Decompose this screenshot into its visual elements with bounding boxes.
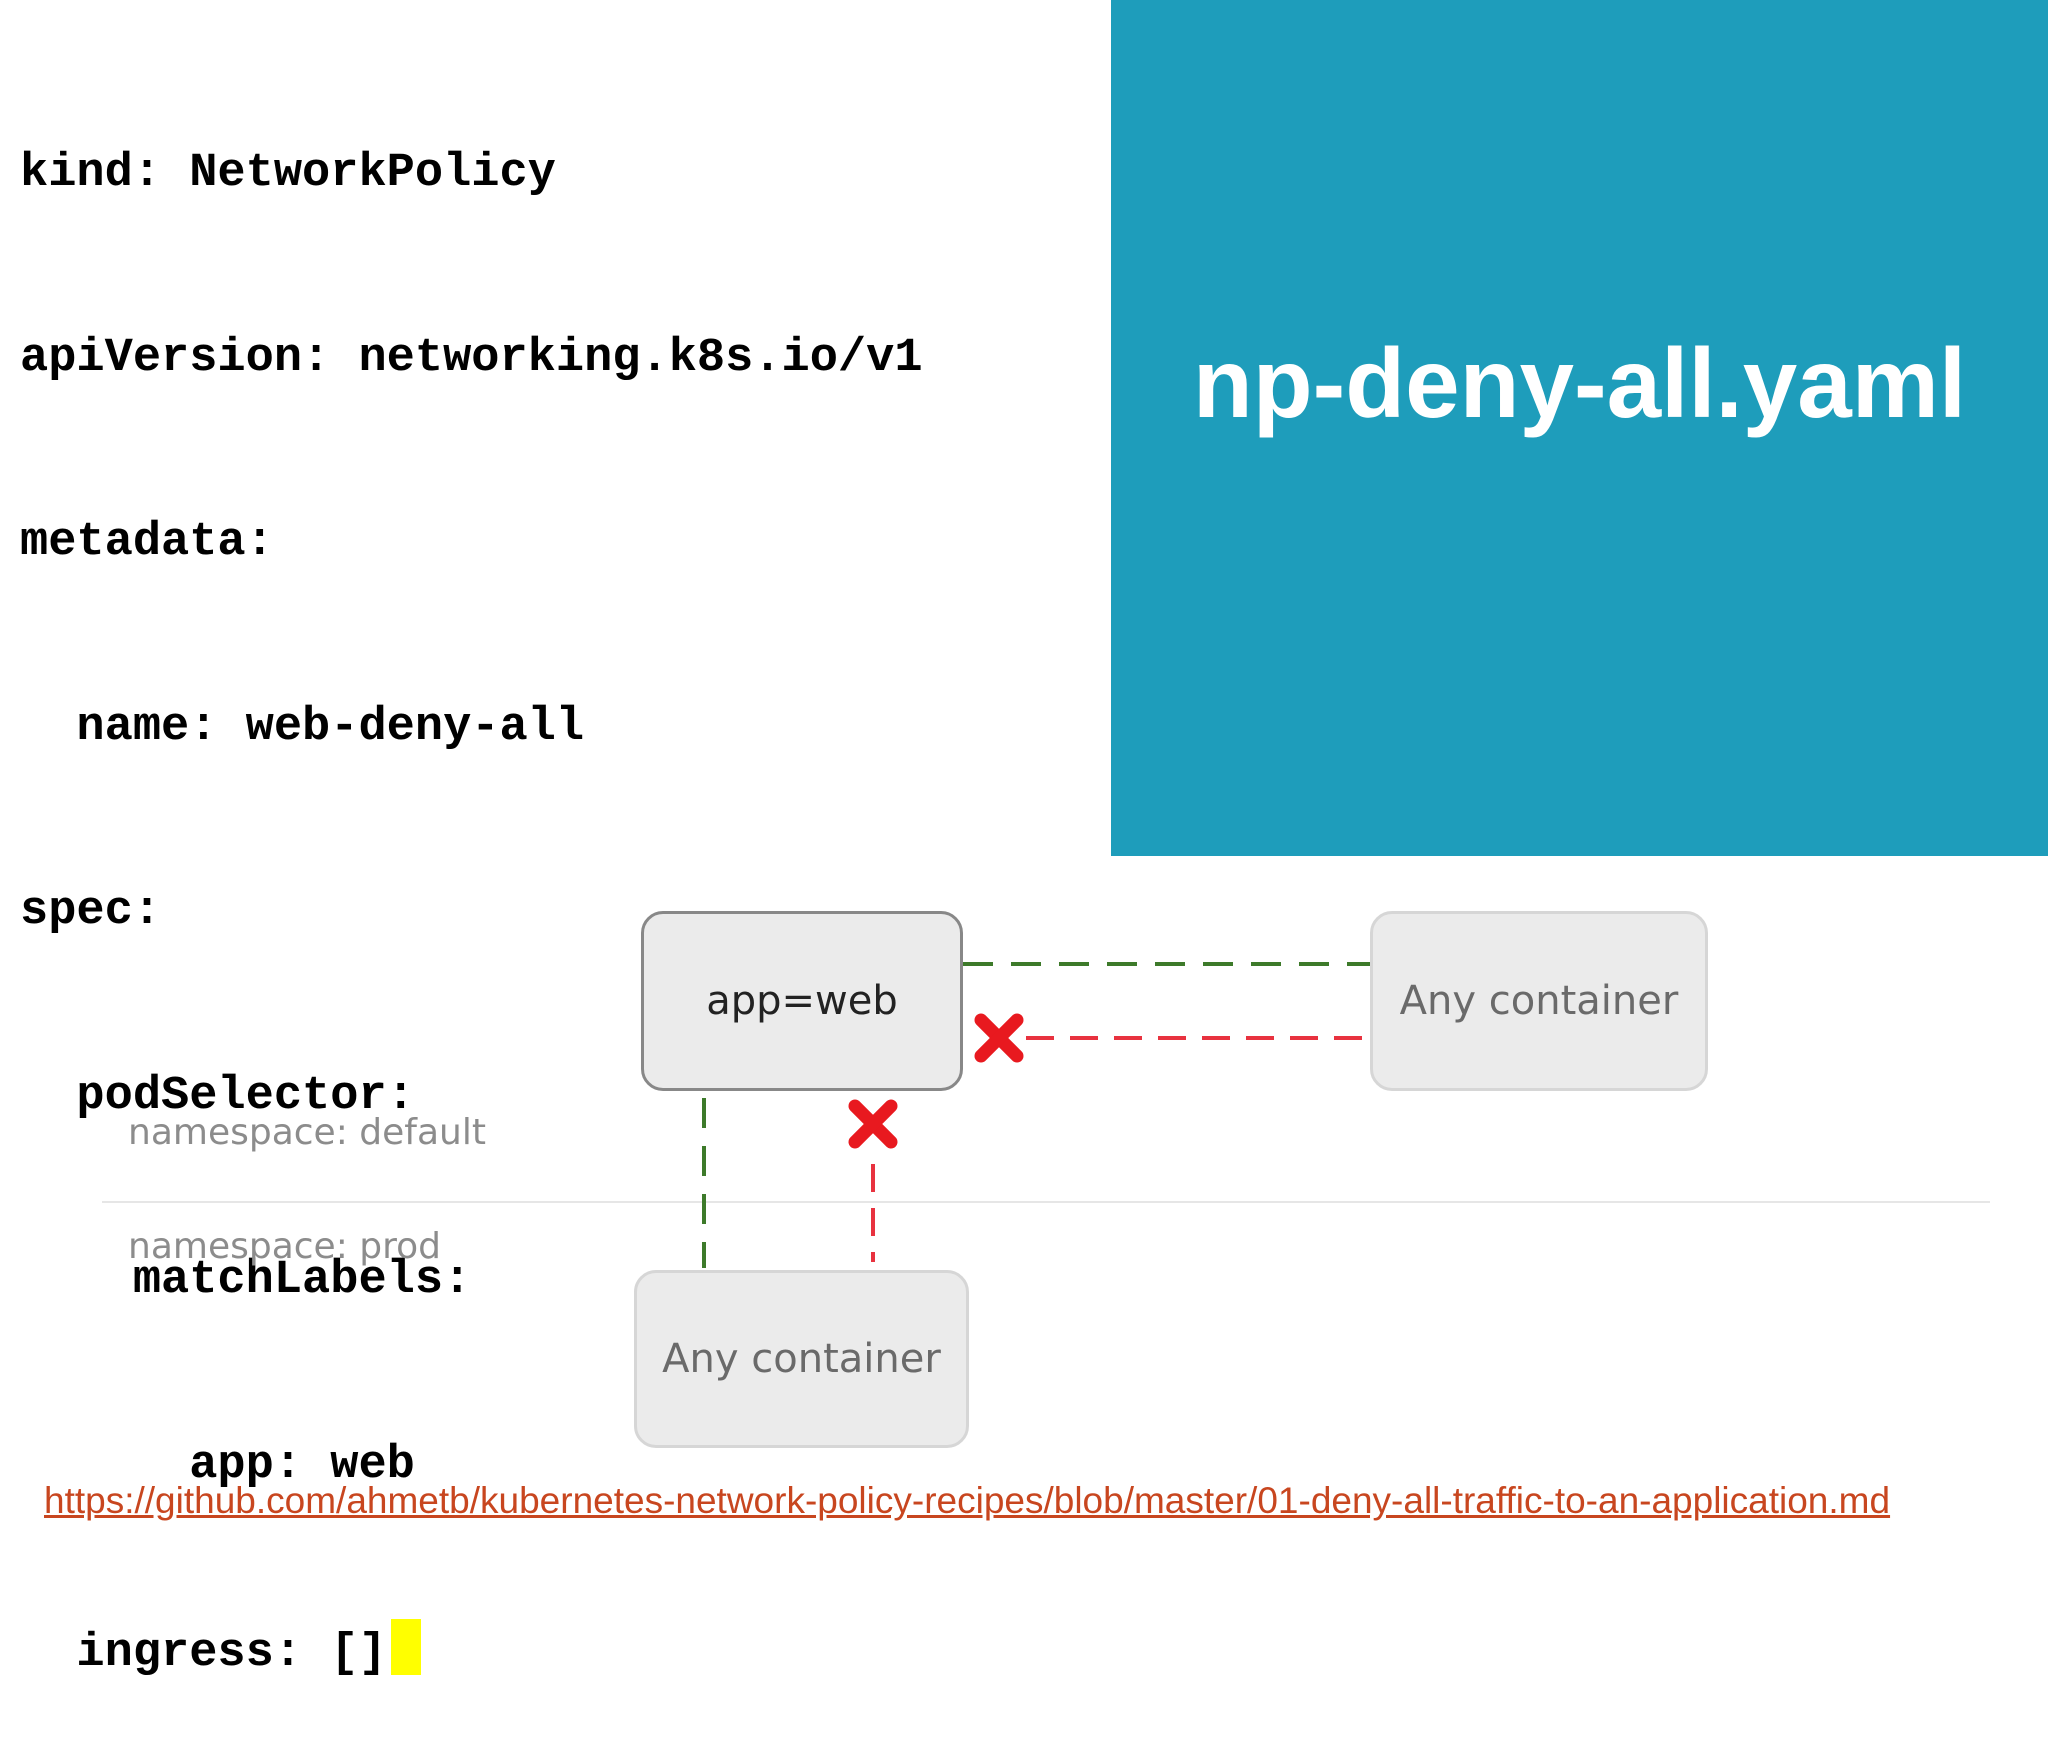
code-line-2: apiVersion: networking.k8s.io/v1 [20,331,923,385]
code-line-4: name: web-deny-all [20,700,585,754]
slide-title: np-deny-all.yaml [1192,327,1967,438]
code-line-6: podSelector: [20,1069,415,1123]
source-link[interactable]: https://github.com/ahmetb/kubernetes-net… [44,1480,1891,1521]
code-line-1: kind: NetworkPolicy [20,147,556,200]
title-panel: np-deny-all.yaml [1111,0,2048,856]
text-cursor [390,1619,421,1675]
x-mark-icon [974,1013,1024,1063]
namespace-default-label: namespace: default [128,1112,486,1153]
code-line-3: metadata: [20,516,274,569]
code-line-8: app: web [20,1438,415,1492]
namespace-prod-label: namespace: prod [128,1226,442,1267]
pod-any-container-prod-label: Any container [662,1336,941,1382]
network-diagram [102,962,1990,1268]
code-line-7: matchLabels: [20,1254,472,1307]
pod-any-container-default: Any container [1370,911,1708,1091]
pod-app-web: app=web [641,911,963,1091]
pod-app-web-label: app=web [706,978,898,1024]
code-line-9-text: ingress: [] [20,1627,387,1680]
pod-any-container-prod: Any container [634,1270,969,1448]
code-line-5: spec: [20,885,162,938]
pod-any-container-default-label: Any container [1399,978,1679,1024]
code-line-9: ingress: [] [20,1619,923,1681]
x-mark-icon [848,1099,898,1149]
